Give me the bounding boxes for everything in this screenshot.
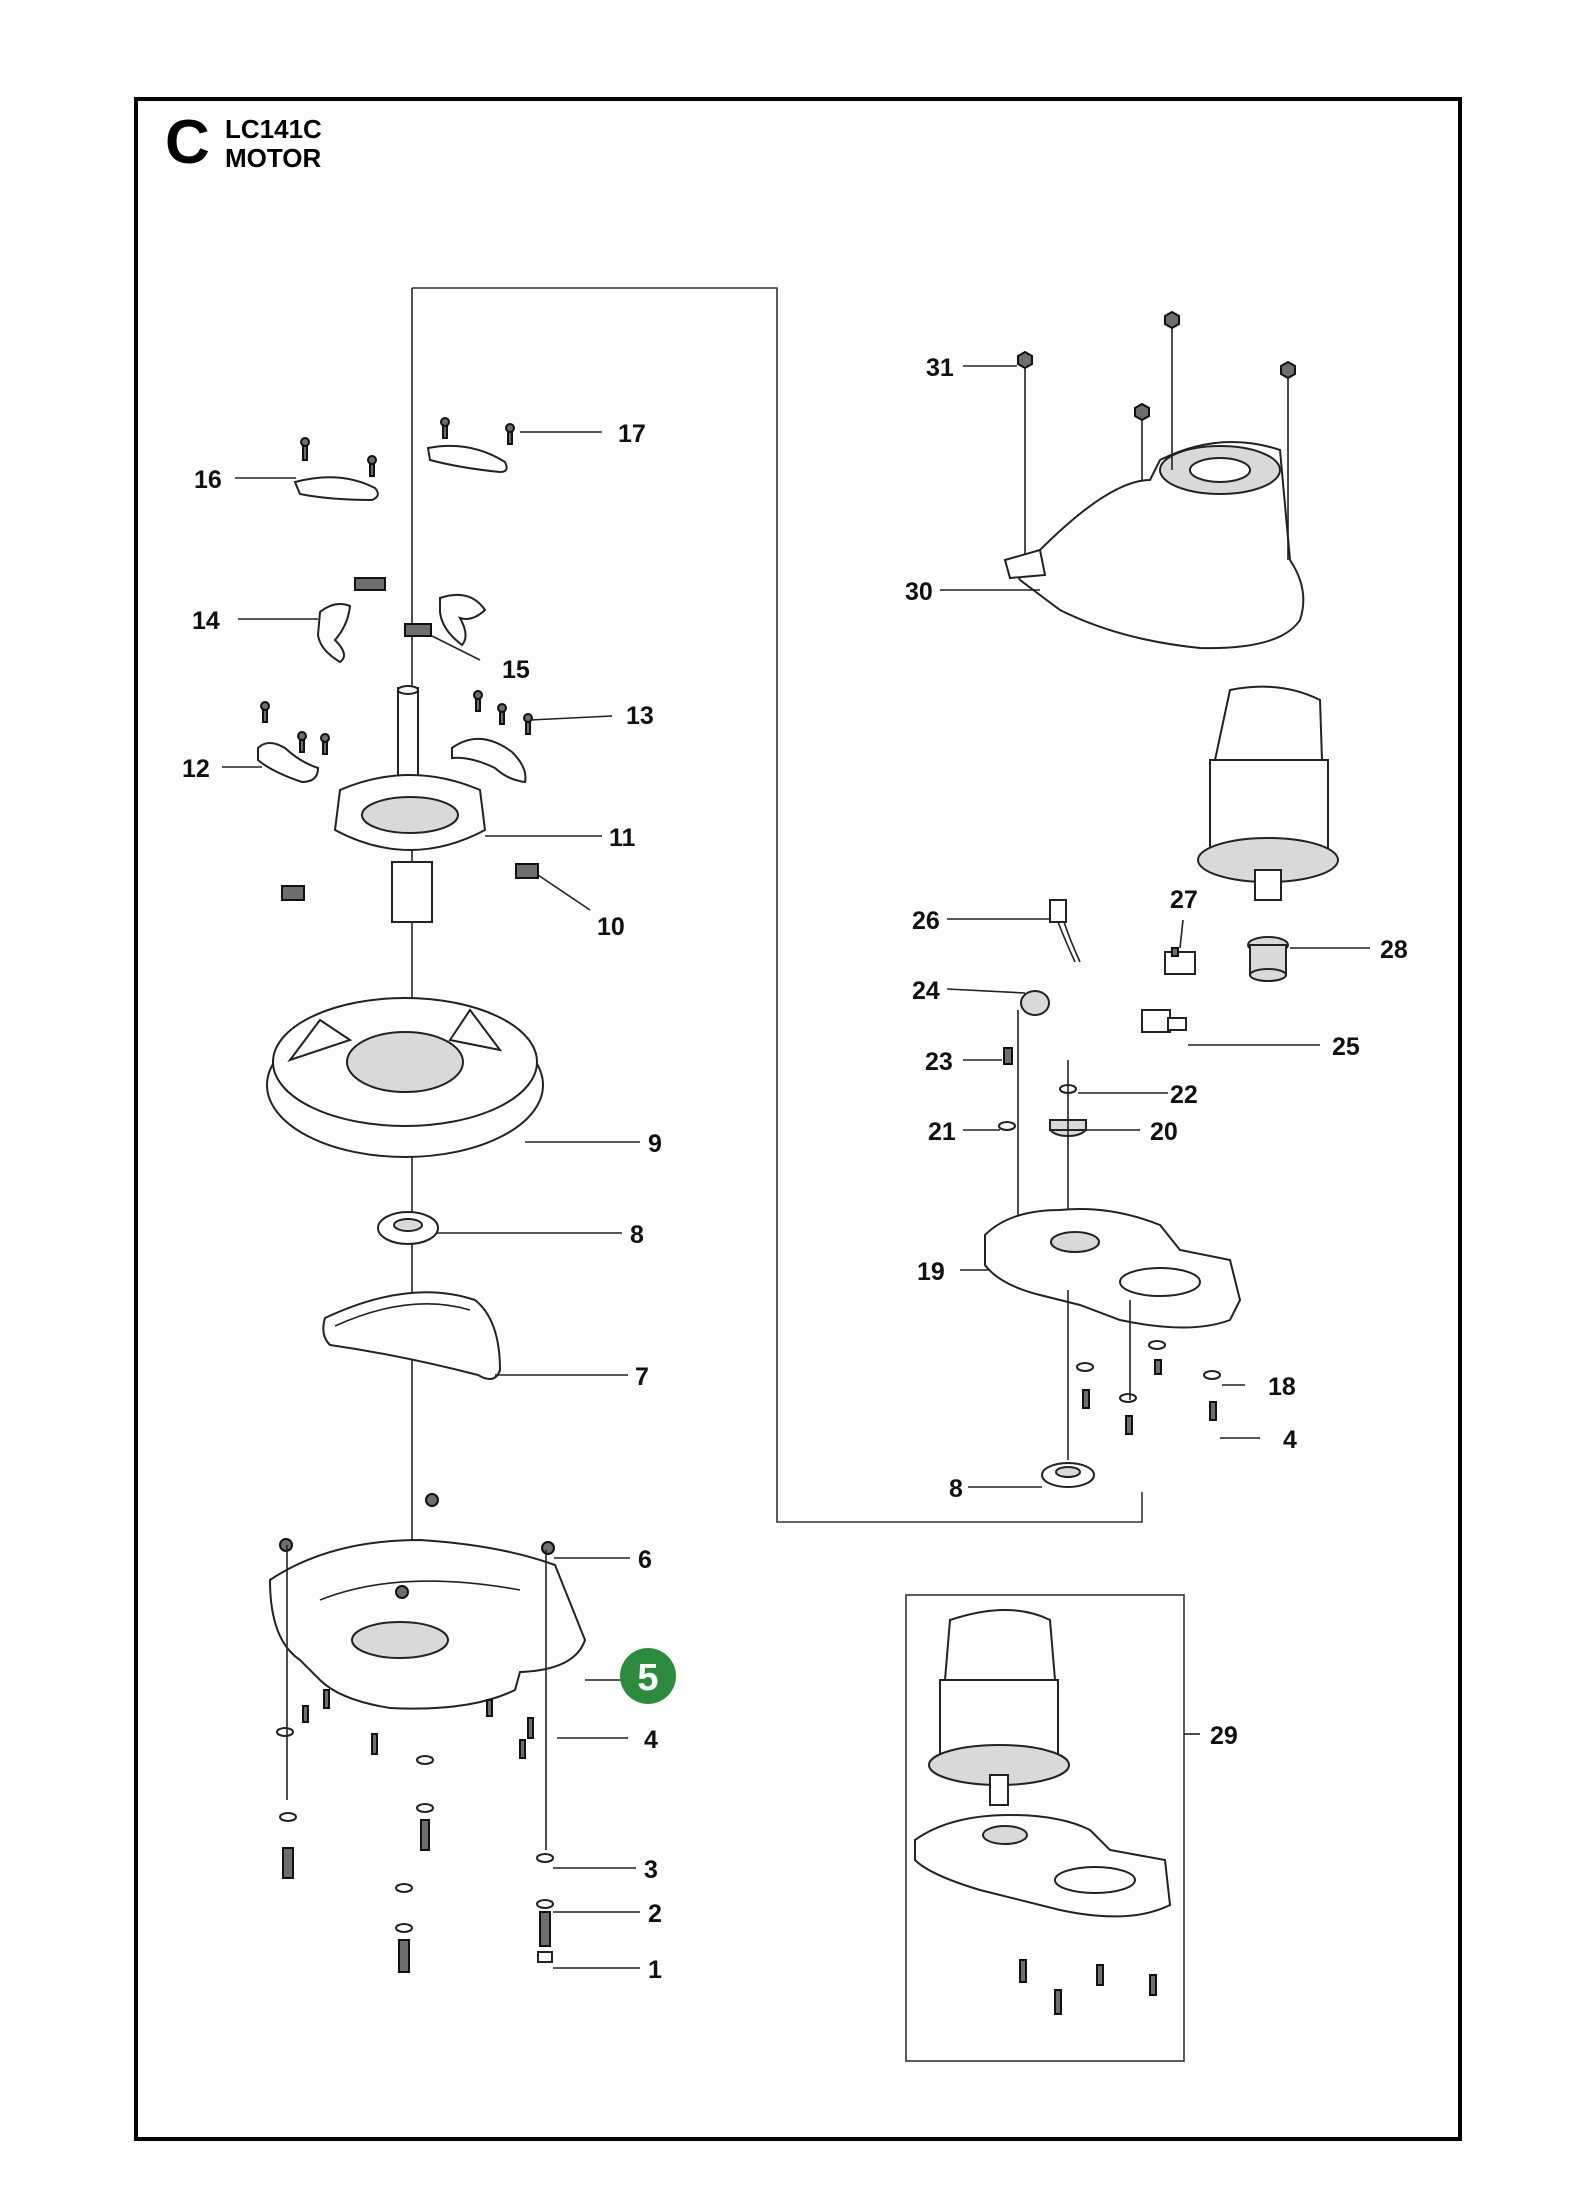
- page-frame: [134, 97, 1462, 2141]
- assembly-name: MOTOR: [225, 143, 322, 173]
- part-15-brush-arm: [404, 594, 487, 647]
- callout-24: 24: [912, 977, 940, 1005]
- callout-16: 16: [194, 466, 222, 494]
- part-24-spring-clip: [1020, 990, 1050, 1016]
- callout-11: 11: [609, 824, 636, 852]
- part-25-terminal: [1141, 1009, 1187, 1033]
- callout-4b: 4: [1283, 1426, 1297, 1454]
- part-7-drive-belt: [322, 1291, 502, 1380]
- callout-31: 31: [926, 354, 954, 382]
- small-fasteners-20-23: [998, 1047, 1087, 1137]
- callout-23: 23: [925, 1048, 953, 1076]
- callout-29: 29: [1210, 1722, 1238, 1750]
- section-letter: C: [165, 108, 210, 177]
- callout-2: 2: [648, 1900, 662, 1928]
- callout-8b: 8: [949, 1475, 963, 1503]
- part-30-motor-cover: [1003, 441, 1305, 650]
- part-19-gearbox-housing: [984, 1208, 1242, 1329]
- callout-17: 17: [618, 420, 646, 448]
- callout-15: 15: [502, 656, 530, 684]
- part-29-motor-gearbox-assembly: [914, 1609, 1172, 2015]
- part-11-armature-assembly: [281, 685, 539, 923]
- group-bracket: [412, 287, 1143, 1523]
- callout-13: 13: [626, 702, 654, 730]
- callout-26: 26: [912, 907, 940, 935]
- part-17-bracket-plate: [426, 417, 515, 474]
- callout-20: 20: [1150, 1118, 1178, 1146]
- inset-box-29: [905, 1594, 1185, 2062]
- screws-lower-set: [276, 1689, 554, 1973]
- callout-6: 6: [638, 1546, 652, 1574]
- callout-22: 22: [1170, 1081, 1198, 1109]
- badge-5-label: 5: [637, 1657, 658, 1699]
- leader-lines: [222, 365, 1370, 1969]
- part-8-bearing: [377, 1211, 439, 1245]
- callout-12: 12: [182, 755, 210, 783]
- callout-28: 28: [1380, 936, 1408, 964]
- callout-10: 10: [597, 913, 625, 941]
- callout-25: 25: [1332, 1033, 1360, 1061]
- callout-27: 27: [1170, 886, 1198, 914]
- part-9-fan-housing: [266, 997, 544, 1158]
- part-28-motor-assembly: [1197, 685, 1339, 982]
- callout-21: 21: [928, 1118, 956, 1146]
- callout-4a: 4: [644, 1726, 658, 1754]
- part-8-bearing-right: [1041, 1462, 1095, 1488]
- callout-3: 3: [644, 1856, 658, 1884]
- part-13-bracket-plate: [451, 690, 533, 784]
- part-16-bracket-plate: [293, 437, 379, 502]
- callout-14: 14: [192, 607, 220, 635]
- model-name: LC141C: [225, 114, 322, 144]
- callout-18: 18: [1268, 1373, 1296, 1401]
- screws-19-set: [1076, 1340, 1221, 1435]
- part-27-connector: [1164, 947, 1196, 975]
- callout-1: 1: [648, 1956, 662, 1984]
- callout-19: 19: [917, 1258, 945, 1286]
- callout-30: 30: [905, 578, 933, 606]
- nuts-31: [1017, 310, 1296, 422]
- callout-7: 7: [635, 1363, 649, 1391]
- badge-5-circle: [620, 1648, 676, 1704]
- callout-8a: 8: [630, 1221, 644, 1249]
- part-26-brush-lead: [1049, 899, 1081, 963]
- callout-9: 9: [648, 1130, 662, 1158]
- part-14-brush-arm: [316, 577, 386, 664]
- part-5-lower-housing: [268, 1493, 587, 1710]
- part-12-bracket-plate: [257, 701, 330, 784]
